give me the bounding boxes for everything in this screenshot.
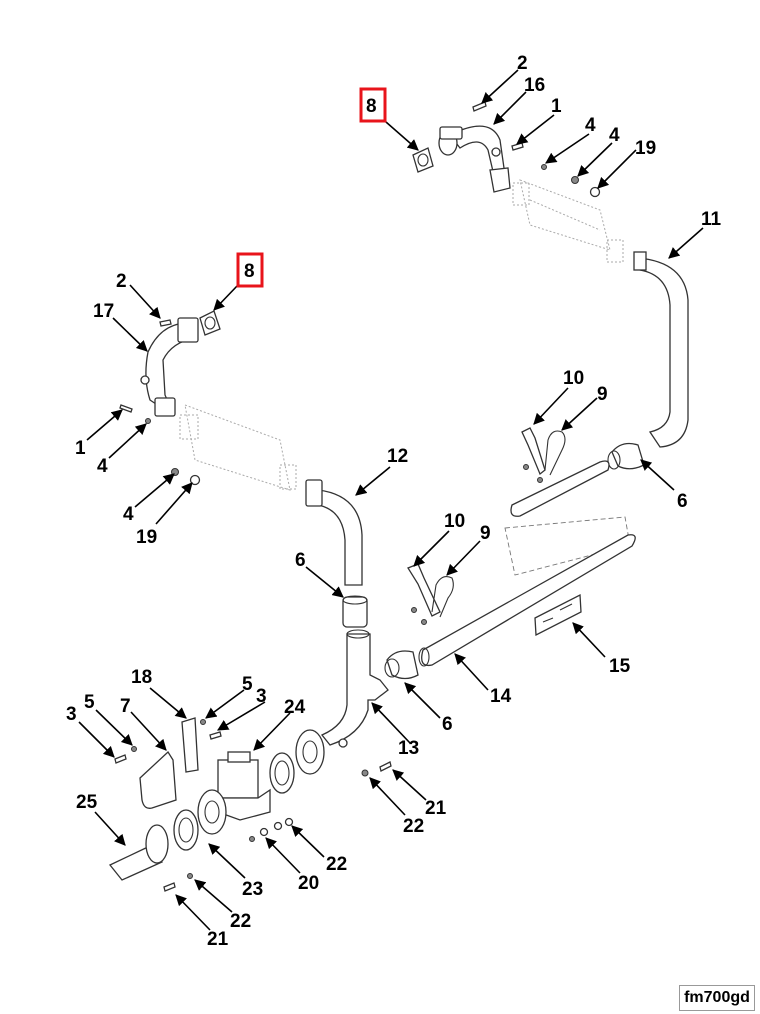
highlight-box-top-8: [359, 87, 387, 123]
u-bolt-9-mid: [431, 576, 454, 618]
nut-4-top-a: [541, 164, 547, 170]
leader-lines: [78, 69, 704, 931]
callout-top-2[interactable]: 2: [517, 53, 528, 74]
clamp-6-lower: [384, 650, 419, 680]
bolt-21-a: [163, 882, 176, 892]
nut-4-top-b: [571, 176, 579, 184]
callout-left-19[interactable]: 19: [136, 527, 157, 548]
exhaust-elbow-17: [140, 317, 199, 417]
tailpipe-upper: [510, 460, 610, 517]
callout-upper-10[interactable]: 10: [563, 368, 584, 389]
callout-top-16[interactable]: 16: [524, 75, 545, 96]
gasket-8-left: [199, 310, 221, 336]
callout-top-19[interactable]: 19: [635, 138, 656, 159]
callout-left-17[interactable]: 17: [93, 301, 114, 322]
nut-upper-b: [537, 477, 543, 483]
washer-22-b: [273, 821, 283, 831]
callout-mid-12[interactable]: 12: [387, 446, 408, 467]
callout-low-22a[interactable]: 22: [230, 911, 251, 932]
bolt-3-right: [209, 731, 222, 740]
u-bolt-9-upper: [544, 430, 566, 476]
left-engine-block-ghost: [179, 404, 297, 491]
inlet-25: [108, 824, 169, 881]
bracket-18: [181, 717, 199, 773]
gasket-8-top: [412, 147, 434, 173]
callout-low-5a[interactable]: 5: [242, 674, 253, 695]
valve-24: [217, 751, 271, 821]
nut-22-a: [187, 873, 193, 879]
clamp-6-mid: [342, 595, 368, 628]
callout-left-1[interactable]: 1: [75, 438, 86, 459]
bracket-7: [139, 750, 177, 809]
nut-upper-a: [523, 464, 529, 470]
callout-low-3a[interactable]: 3: [256, 686, 267, 707]
clamp-6-upper: [607, 442, 645, 470]
bolt-1-left: [119, 404, 133, 413]
callout-low-20[interactable]: 20: [298, 873, 319, 894]
tailpipe-14: [418, 534, 636, 667]
callout-low-5b[interactable]: 5: [84, 692, 95, 713]
callout-low-3b[interactable]: 3: [66, 704, 77, 725]
callout-low-21b[interactable]: 21: [425, 798, 447, 819]
figure-id-label: fm700gd: [679, 985, 755, 1011]
callout-low-22c[interactable]: 22: [403, 816, 424, 837]
highlight-box-left-8: [236, 252, 264, 288]
nut-5-left: [131, 746, 137, 752]
nut-22-right: [361, 769, 369, 777]
bolt-2-top: [472, 101, 487, 112]
bolt-3-left: [114, 754, 127, 764]
callout-top-4a[interactable]: 4: [585, 115, 596, 136]
callout-top-8[interactable]: 8: [366, 96, 377, 117]
callout-mid-14[interactable]: 14: [490, 686, 512, 707]
callout-low-23[interactable]: 23: [242, 879, 263, 900]
exhaust-pipe-11: [633, 251, 689, 448]
callout-left-2[interactable]: 2: [116, 271, 127, 292]
callout-low-25[interactable]: 25: [76, 792, 98, 813]
washer-22-c: [284, 817, 294, 827]
callout-upper-6[interactable]: 6: [677, 491, 688, 512]
nut-20: [249, 836, 255, 842]
nut-4-left-a: [145, 418, 151, 424]
washer-19-left: [189, 474, 201, 486]
callout-top-1[interactable]: 1: [551, 96, 562, 117]
flange-24: [197, 789, 227, 835]
callout-upper-9[interactable]: 9: [597, 384, 608, 405]
plate-15: [534, 593, 582, 637]
callout-mid-10[interactable]: 10: [444, 511, 465, 532]
gasket-24-right: [269, 752, 295, 794]
exhaust-pipe-12: [305, 479, 363, 586]
washer-20: [259, 827, 269, 837]
callout-left-8[interactable]: 8: [244, 261, 255, 282]
exhaust-elbow-16: [438, 125, 511, 193]
callout-left-4b[interactable]: 4: [123, 504, 134, 525]
tee-pipe-13: [320, 629, 389, 748]
callout-low-22b[interactable]: 22: [326, 854, 347, 875]
callout-low-24[interactable]: 24: [284, 697, 306, 718]
callout-mid-6b[interactable]: 6: [442, 714, 453, 735]
nut-mid-a: [411, 607, 417, 613]
flange-13: [295, 729, 325, 775]
callout-mid-9[interactable]: 9: [480, 523, 491, 544]
callout-low-21a[interactable]: 21: [207, 929, 229, 950]
bolt-21-right: [379, 761, 392, 772]
callout-top-4b[interactable]: 4: [609, 125, 620, 146]
callout-labels: 8 2 16 1 4 4 19 11 8 2 17 1 4 4 19 10 9 …: [66, 53, 722, 950]
callout-mid-15[interactable]: 15: [609, 656, 631, 677]
callout-mid-6[interactable]: 6: [295, 550, 306, 571]
callout-right-11[interactable]: 11: [701, 209, 722, 230]
callout-mid-13[interactable]: 13: [398, 738, 419, 759]
washer-19-top: [589, 186, 601, 198]
gasket-23: [173, 809, 199, 851]
callout-left-4a[interactable]: 4: [97, 456, 108, 477]
callout-low-7[interactable]: 7: [120, 696, 131, 717]
nut-mid-b: [421, 619, 427, 625]
bolt-2-left: [159, 319, 172, 327]
nut-5-right: [200, 719, 206, 725]
callout-low-18[interactable]: 18: [131, 667, 152, 688]
top-engine-block-ghost: [512, 179, 624, 263]
